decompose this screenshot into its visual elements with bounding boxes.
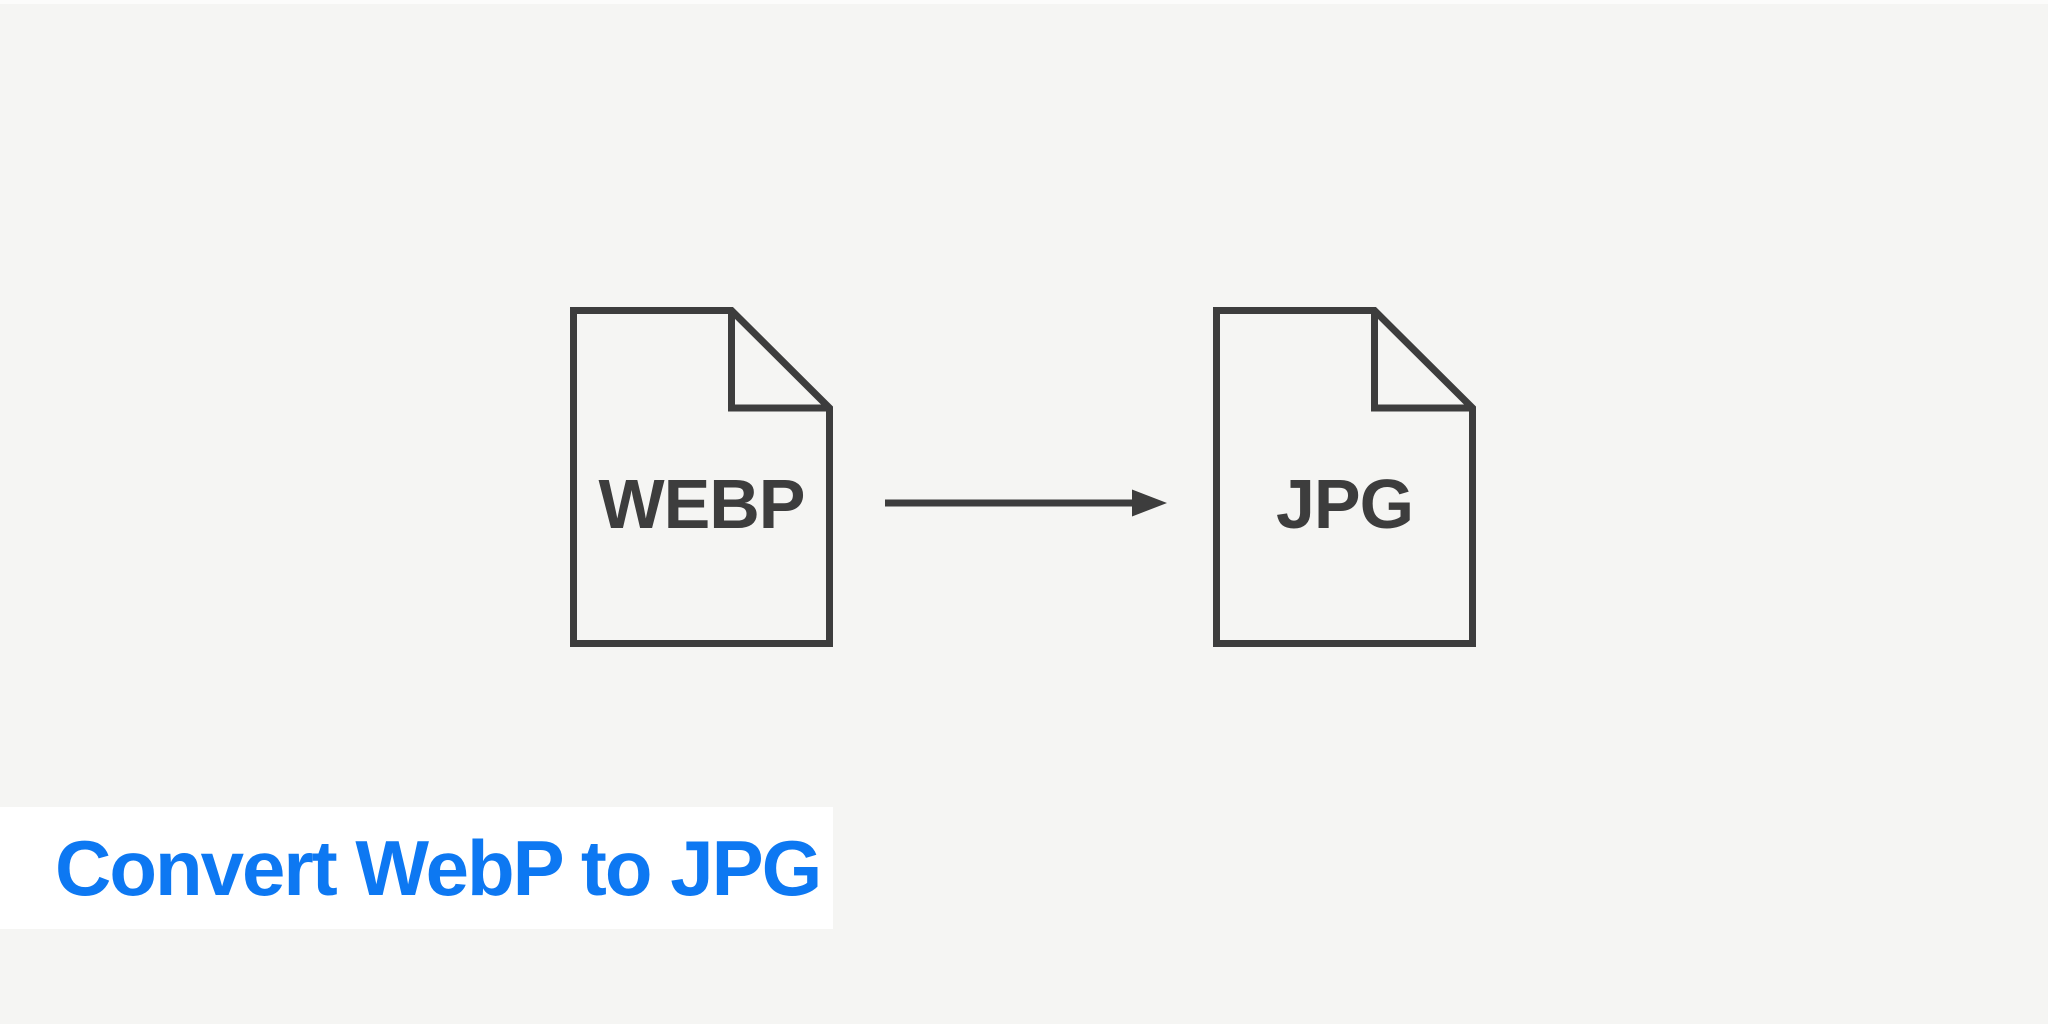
arrow-right-icon — [885, 489, 1167, 517]
page-title: Convert WebP to JPG — [55, 823, 822, 912]
arrow-head — [1132, 489, 1167, 517]
webp-file-label: WEBP — [599, 465, 805, 543]
document-outline — [1213, 307, 1476, 647]
folded-corner — [1371, 314, 1469, 412]
title-banner: Convert WebP to JPG — [0, 807, 833, 929]
jpg-file-label: JPG — [1276, 465, 1413, 543]
document-outline — [570, 307, 833, 647]
top-edge-highlight — [0, 0, 2048, 4]
jpg-file-icon: JPG — [1213, 307, 1476, 647]
folded-corner — [728, 314, 826, 412]
webp-file-icon: WEBP — [570, 307, 833, 647]
